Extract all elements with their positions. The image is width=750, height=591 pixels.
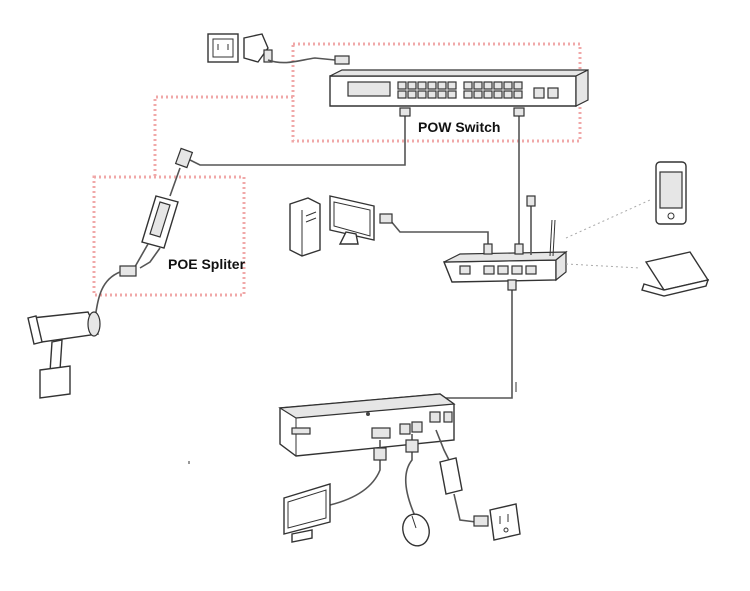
nvr-power-cable (435, 429, 451, 463)
switch-port (417, 90, 427, 99)
nvr-to-monitor-cable (329, 440, 381, 506)
switch-port (493, 81, 503, 90)
switch-to-splitter-cable (185, 110, 406, 166)
switch-port (473, 81, 483, 90)
switch-port (437, 81, 447, 90)
switch-port (427, 81, 437, 90)
wall-outlet-icon (489, 503, 521, 541)
splitter-label: POE Spliter (168, 256, 246, 272)
switch-port (503, 90, 513, 99)
mouse-icon (402, 513, 430, 547)
switch-port (503, 81, 513, 90)
switch-port (473, 90, 483, 99)
nvr-icon (278, 393, 456, 457)
router-icon (442, 219, 568, 283)
wall-outlet-icon (207, 33, 273, 63)
switch-port (463, 81, 473, 90)
power-adapter-icon (439, 457, 489, 527)
poe-splitter-icon (119, 147, 194, 277)
monitor-icon (283, 483, 331, 543)
switch-port (513, 90, 523, 99)
switch-port (417, 81, 427, 90)
switch-port (397, 81, 407, 90)
desktop-pc-icon (289, 195, 375, 257)
switch-port (407, 90, 417, 99)
switch-port (483, 81, 493, 90)
switch-port (427, 90, 437, 99)
switch-port (463, 90, 473, 99)
switch-port (483, 90, 493, 99)
switch-port (407, 81, 417, 90)
switch-port (447, 90, 457, 99)
pc-to-router-cable (389, 219, 489, 256)
switch-port (397, 90, 407, 99)
switch-label: POW Switch (418, 119, 500, 135)
power-plug (334, 55, 350, 65)
smartphone-icon (655, 161, 687, 225)
switch-port (513, 81, 523, 90)
switch-power-cable (267, 57, 336, 64)
switch-port (447, 81, 457, 90)
wifi-link-laptop (565, 263, 641, 269)
switch-port (437, 90, 447, 99)
poe-switch-icon (329, 69, 589, 107)
bullet-camera-icon (27, 311, 101, 399)
nvr-to-mouse-cable (405, 434, 416, 517)
switch-port (493, 90, 503, 99)
laptop-icon (641, 251, 710, 297)
wifi-link-phone (565, 199, 651, 239)
